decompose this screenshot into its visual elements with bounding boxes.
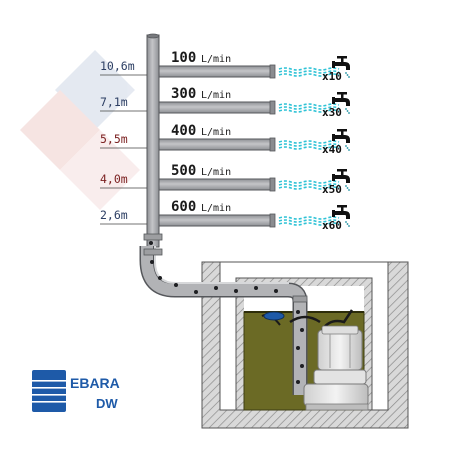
flow-unit: L/min	[201, 203, 231, 214]
height-label: 4,0m	[100, 172, 128, 186]
brand-model: DW	[96, 396, 118, 411]
submersible-pump	[261, 309, 369, 411]
flow-unit: L/min	[201, 90, 231, 101]
height-label: 5,5m	[100, 132, 128, 146]
water-spray	[278, 216, 340, 226]
flow-unit: L/min	[201, 54, 231, 65]
faucet-icon	[332, 129, 350, 151]
tap-count: x60	[322, 219, 342, 232]
branch-pipe	[158, 101, 273, 114]
tap-count: x30	[322, 106, 342, 119]
flow-value: 100	[171, 50, 196, 66]
faucet-icon	[332, 169, 350, 191]
height-label: 2,6m	[100, 208, 128, 222]
tap-count: x10	[322, 70, 342, 83]
float-switch	[263, 311, 285, 321]
flow-value: 300	[171, 86, 196, 102]
level-row: 7,1m 300 L/min x30	[100, 86, 350, 119]
brand-name: EBARA	[70, 375, 120, 391]
level-row: 2,6m 600 L/min x60	[100, 199, 350, 232]
branch-pipe	[158, 65, 273, 78]
branch-pipe	[158, 138, 273, 151]
water-spray	[278, 67, 340, 77]
water-spray	[278, 103, 340, 113]
flow-value: 400	[171, 123, 196, 139]
pipe-end	[269, 64, 276, 79]
water-spray	[278, 140, 340, 150]
faucet-icon	[332, 205, 350, 227]
water-spray	[278, 180, 340, 190]
pipe-end	[269, 213, 276, 228]
pipe-end	[269, 177, 276, 192]
watermark	[20, 50, 140, 210]
branch-pipe	[158, 178, 273, 191]
flow-unit: L/min	[201, 127, 231, 138]
level-row: 4,0m 500 L/min x50	[100, 163, 350, 196]
branch-pipe	[158, 214, 273, 227]
pipe-end	[269, 100, 276, 115]
ebara-logo: EBARA DW	[32, 370, 120, 412]
tap-count: x40	[322, 143, 342, 156]
faucet-icon	[332, 56, 350, 78]
flow-value: 600	[171, 199, 196, 215]
level-row: 10,6m 100 L/min x10	[100, 50, 350, 83]
level-row: 5,5m 400 L/min x40	[100, 123, 350, 156]
tap-count: x50	[322, 183, 342, 196]
flow-value: 500	[171, 163, 196, 179]
delivery-pipe	[139, 233, 308, 395]
height-label: 7,1m	[100, 95, 128, 109]
riser-pipe	[146, 33, 160, 248]
height-label: 10,6m	[100, 59, 135, 73]
pipe-end	[269, 137, 276, 152]
faucet-icon	[332, 92, 350, 114]
flow-unit: L/min	[201, 167, 231, 178]
